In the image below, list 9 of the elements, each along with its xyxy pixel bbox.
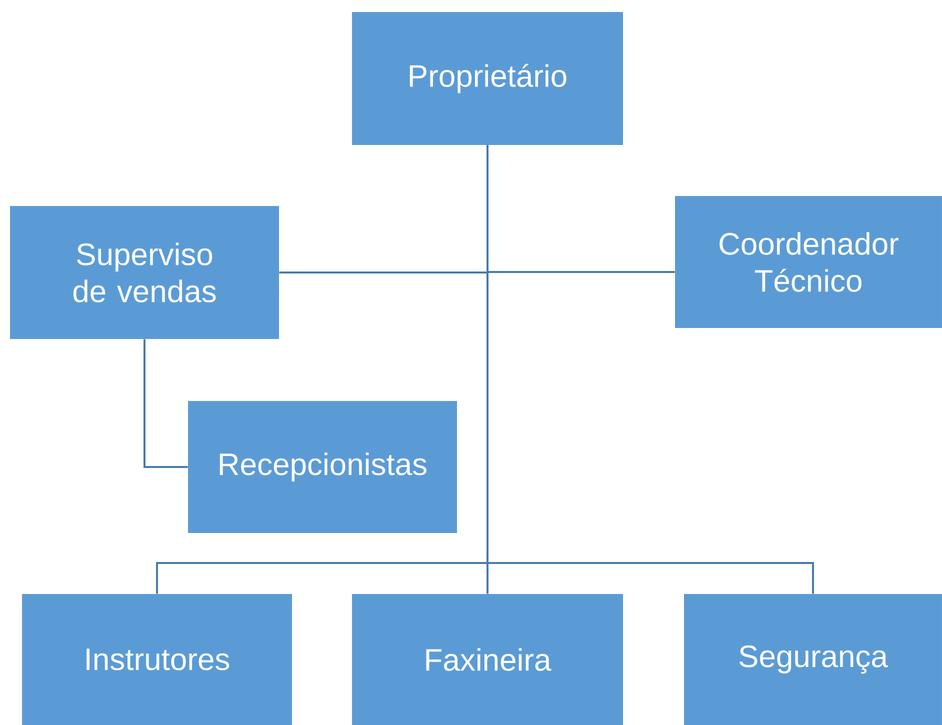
org-box: Superviso de vendas <box>10 206 279 339</box>
org-box: Coordenador Técnico <box>675 196 942 328</box>
org-box: Instrutores <box>22 594 292 725</box>
org-box: Faxineira <box>352 594 623 725</box>
connector-line <box>486 145 814 594</box>
org-box: Segurança <box>684 594 942 725</box>
org-box: Recepcionistas <box>188 401 457 533</box>
org-box: Proprietário <box>352 12 623 145</box>
connector-line <box>144 339 188 468</box>
